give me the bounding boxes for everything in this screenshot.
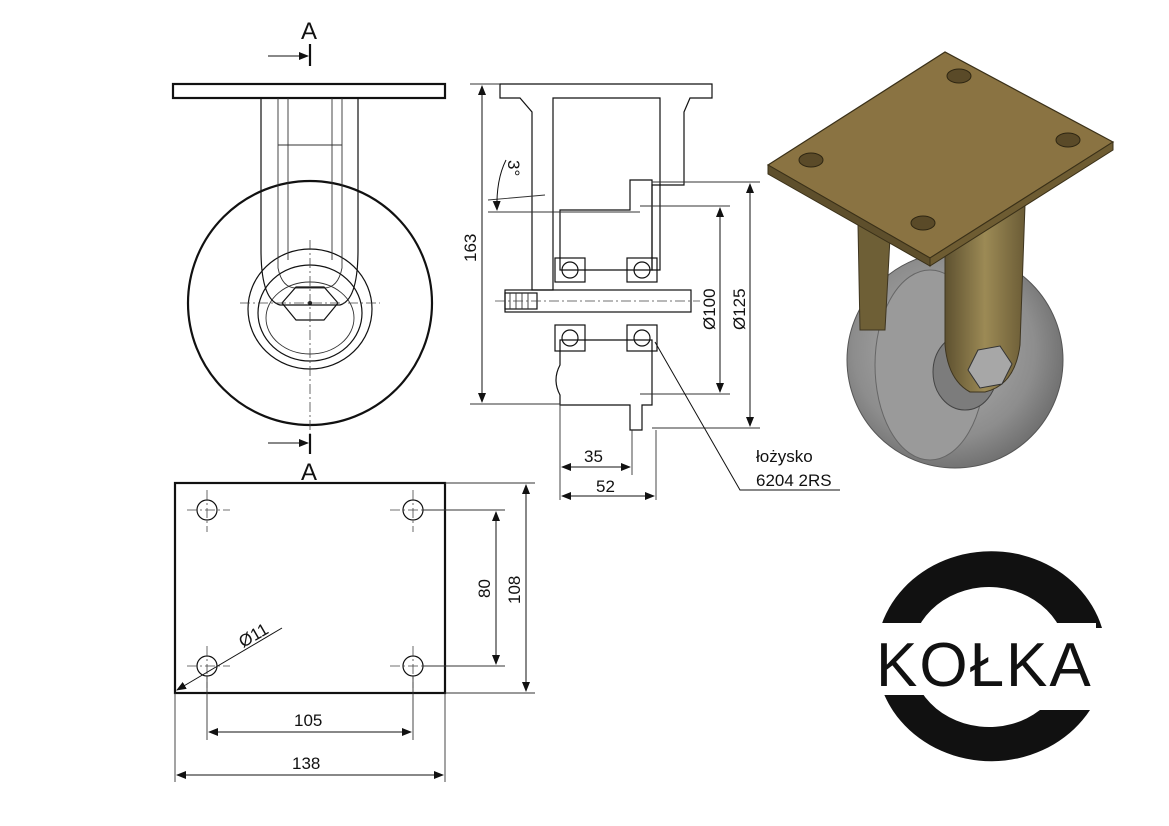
dim-hub-width: 35 — [584, 447, 603, 466]
logo-text: KOŁKA — [876, 631, 1093, 700]
plate-hole-top-right — [390, 490, 436, 532]
logo-ring — [876, 551, 1102, 762]
render-plate-hole-2 — [946, 68, 972, 84]
front-view: A A — [171, 18, 447, 486]
plate-view: Ø11 105 138 80 108 — [173, 481, 535, 782]
dim-plate-length: 108 — [505, 576, 524, 604]
dim-angle: 3° — [504, 160, 523, 176]
dim-diameter-outer: Ø125 — [730, 288, 749, 330]
section-fork-body — [499, 83, 713, 291]
section-label-bottom: A — [301, 459, 317, 486]
front-mount-plate — [171, 82, 447, 100]
render-plate-hole-4 — [910, 215, 936, 231]
render-hex-nut — [967, 345, 1013, 389]
dim-diameter-inner: Ø100 — [700, 288, 719, 330]
dim-hole-diameter: Ø11 — [236, 620, 272, 652]
kolka-logo: KOŁKA — [866, 551, 1102, 762]
caster-render — [766, 51, 1115, 469]
plate-hole-bottom-left — [187, 646, 230, 688]
front-fork — [260, 98, 359, 306]
plate-outline — [173, 481, 447, 695]
render-fork-front — [944, 204, 1026, 393]
section-view: 163 3° Ø100 Ø125 35 52 łożysko 6204 2RS — [461, 83, 840, 500]
render-plate-hole-1 — [798, 152, 824, 168]
section-label-top: A — [301, 18, 317, 45]
section-wheel-core — [559, 179, 653, 271]
dim-hole-spacing-x: 105 — [294, 711, 322, 730]
section-wheel-core-lower — [555, 339, 653, 431]
render-plate-hole-3 — [1055, 132, 1081, 148]
dim-height: 163 — [461, 234, 480, 262]
bearing-note-line1: łożysko — [756, 447, 813, 466]
bearing-top-right — [626, 257, 658, 283]
bearing-bottom-right — [626, 324, 658, 352]
bearing-top-left — [554, 257, 586, 283]
dim-plate-width: 138 — [292, 754, 320, 773]
dim-hole-spacing-y: 80 — [475, 579, 494, 598]
plate-hole-top-left — [187, 490, 230, 532]
dim-total-width: 52 — [596, 477, 615, 496]
bearing-note-line2: 6204 2RS — [756, 471, 832, 490]
bearing-bottom-left — [554, 324, 586, 352]
